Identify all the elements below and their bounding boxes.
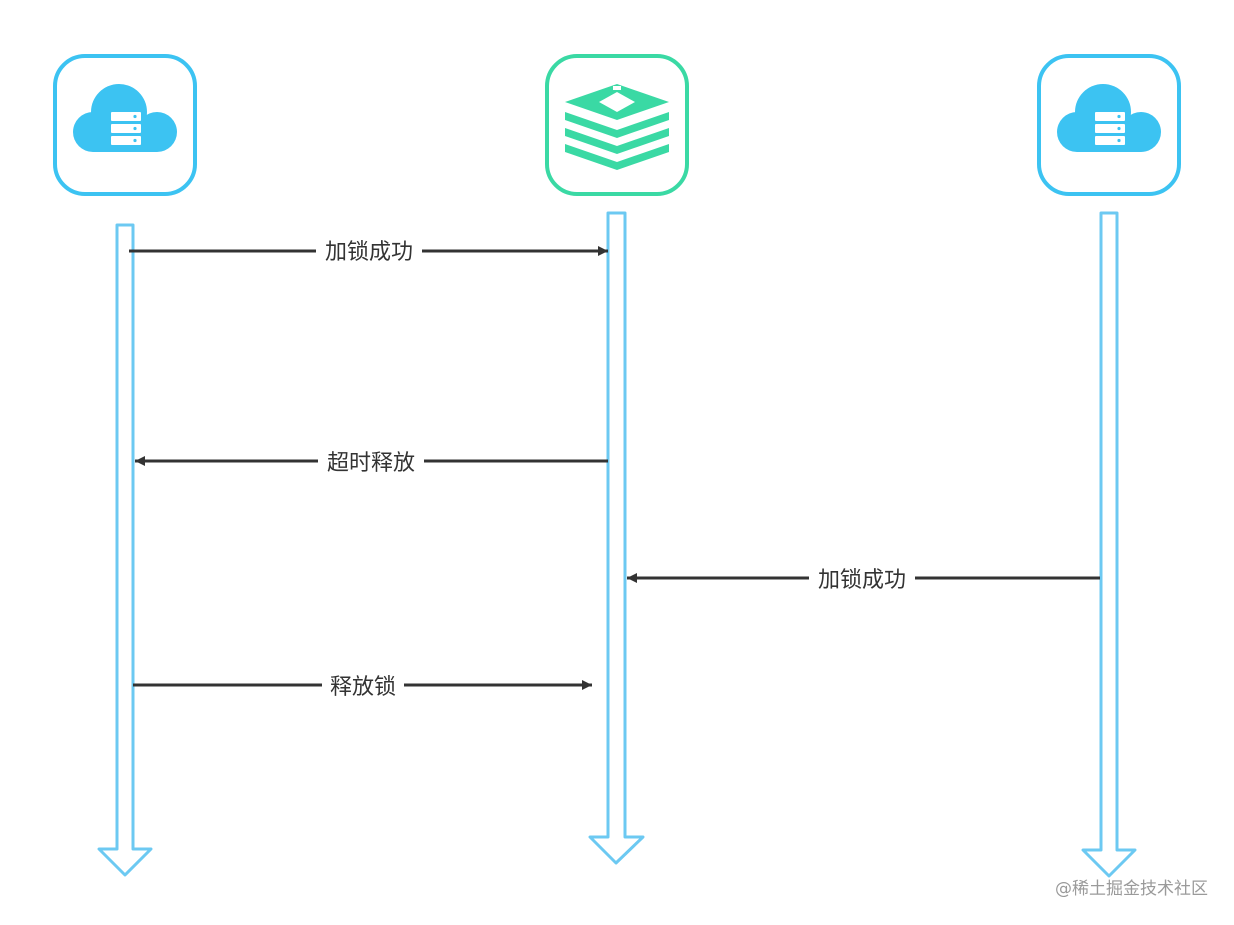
cloud-server-icon (73, 84, 177, 152)
participant-client-b (1037, 54, 1181, 196)
participant-redis (545, 54, 689, 196)
message-label: 加锁成功 (818, 568, 906, 593)
message-4: 释放锁 (133, 672, 592, 700)
message-label: 释放锁 (330, 675, 396, 700)
participant-frame (545, 54, 689, 196)
lifeline-client-a (97, 223, 153, 877)
message-label: 超时释放 (327, 451, 415, 476)
message-3: 加锁成功 (627, 565, 1100, 593)
participant-client-a (53, 54, 197, 196)
watermark: @稀土掘金技术社区 (1055, 879, 1208, 899)
label-background (318, 448, 424, 475)
label-background (322, 672, 404, 699)
lifeline-client-b (1081, 211, 1137, 878)
lifeline-redis (588, 211, 645, 865)
label-background (809, 565, 915, 592)
cloud-server-icon (1057, 84, 1161, 152)
message-label: 加锁成功 (325, 240, 413, 265)
label-background (316, 238, 422, 265)
message-1: 加锁成功 (129, 238, 608, 265)
redis-stack-icon (565, 84, 669, 170)
message-2: 超时释放 (135, 448, 608, 476)
